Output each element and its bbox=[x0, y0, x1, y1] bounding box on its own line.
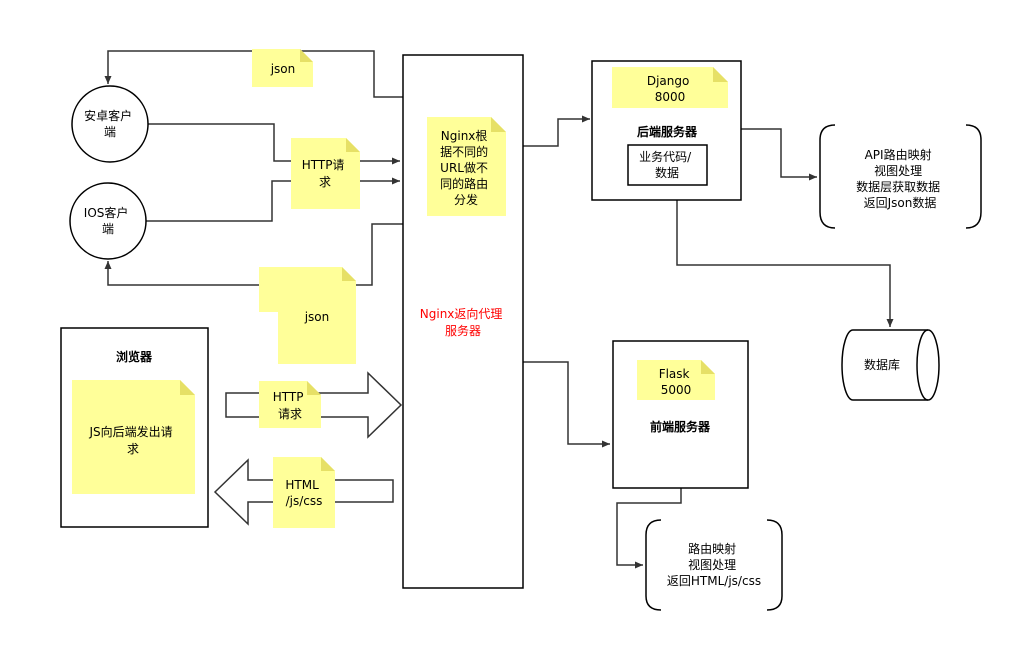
nginx-server-label-1: Nginx返向代理 bbox=[420, 306, 503, 321]
nginx-note: Nginx根 据不同的 URL做不 同的路由 分发 bbox=[427, 117, 506, 216]
svg-text:业务代码/ 数据: 业务代码/ 数据 bbox=[639, 149, 695, 180]
browser-note: JS向后端发出请 求 bbox=[72, 380, 195, 494]
label-http-request-1: HTTP请 bbox=[302, 158, 345, 172]
connector-nginx-to-flask bbox=[523, 361, 610, 448]
note-http-browser: HTTP 请求 bbox=[259, 381, 321, 428]
svg-text:Flask 5000: Flask 5000 bbox=[659, 367, 694, 397]
connector-frontend-to-brace bbox=[616, 488, 682, 569]
note-http-request: HTTP请 求 bbox=[291, 138, 360, 209]
note-json-bottom: json bbox=[259, 267, 356, 364]
frontend-brace-line-1: 路由映射 bbox=[688, 541, 736, 556]
django-note: Django 8000 bbox=[612, 67, 728, 108]
svg-text:路由映射 视图处理 返回HTML/j: 路由映射 视图处理 返回HTML/js/css bbox=[667, 541, 761, 588]
nginx-note-line-4: 同的路由 bbox=[440, 176, 488, 191]
frontend-brace-line-3: 返回HTML/js/css bbox=[667, 574, 761, 588]
note-json-top: json bbox=[252, 49, 313, 87]
label-html-response-1: HTML bbox=[285, 478, 319, 492]
flask-note-line-2: 5000 bbox=[661, 383, 692, 397]
flask-note-line-1: Flask bbox=[659, 367, 690, 381]
label-http-browser-2: 请求 bbox=[278, 407, 302, 421]
svg-text:JS向后端发出请 求: JS向后端发出请 求 bbox=[89, 424, 177, 456]
backend-server-title: 后端服务器 bbox=[637, 124, 698, 139]
ios-client-label-2: 端 bbox=[102, 222, 114, 236]
svg-text:HTTP请 求: HTTP请 求 bbox=[302, 158, 349, 189]
connector-json-to-ios bbox=[104, 223, 403, 286]
connector-backend-to-database bbox=[676, 200, 894, 327]
android-client: 安卓客户 端 bbox=[71, 85, 149, 163]
svg-text:HTML /js/css: HTML /js/css bbox=[285, 478, 322, 508]
ios-client: IOS客户 端 bbox=[69, 182, 147, 260]
backend-brace-line-4: 返回Json数据 bbox=[864, 195, 937, 210]
backend-brace-line-3: 数据层获取数据 bbox=[856, 179, 940, 194]
connectors bbox=[104, 50, 894, 569]
svg-text:API路由映射 视图处理 数据层获取: API路由映射 视图处理 数据层获取数据 返回Json数据 bbox=[856, 147, 944, 210]
ios-client-label-1: IOS客户 bbox=[84, 205, 129, 220]
nginx-note-line-2: 据不同的 bbox=[440, 144, 488, 159]
backend-inner-box bbox=[627, 144, 708, 186]
frontend-brace: 路由映射 视图处理 返回HTML/js/css bbox=[645, 519, 783, 611]
nginx-server-label-2: 服务器 bbox=[445, 323, 481, 338]
connector-ios-to-nginx bbox=[146, 177, 400, 222]
nginx-note-line-3: URL做不 bbox=[440, 160, 488, 175]
nginx-note-line-1: Nginx根 bbox=[441, 129, 488, 143]
android-client-label-2: 端 bbox=[104, 125, 116, 139]
backend-inner-line-1: 业务代码/ bbox=[639, 149, 692, 164]
svg-text:Django 8000: Django 8000 bbox=[647, 74, 693, 104]
backend-brace: API路由映射 视图处理 数据层获取数据 返回Json数据 bbox=[819, 124, 982, 229]
svg-text:Nginx根 据不同的 URL做不: Nginx根 据不同的 URL做不 同的路由 分发 bbox=[440, 129, 492, 207]
label-html-response-2: /js/css bbox=[286, 494, 323, 508]
backend-brace-line-2: 视图处理 bbox=[874, 163, 922, 178]
browser-note-line-1: JS向后端发出请 bbox=[89, 424, 173, 439]
connector-nginx-to-django bbox=[523, 115, 590, 147]
frontend-server-title: 前端服务器 bbox=[650, 419, 711, 434]
connector-android-to-nginx bbox=[148, 123, 400, 165]
android-client-label-1: 安卓客户 bbox=[84, 108, 132, 123]
django-note-line-2: 8000 bbox=[655, 90, 686, 104]
label-http-browser-1: HTTP bbox=[273, 390, 304, 404]
nginx-note-line-5: 分发 bbox=[454, 192, 478, 207]
database-label: 数据库 bbox=[864, 357, 900, 372]
connector-backend-to-brace bbox=[741, 128, 817, 181]
flask-note: Flask 5000 bbox=[637, 360, 715, 400]
label-json-top: json bbox=[270, 62, 296, 76]
svg-text:Nginx返向代理 服务器: Nginx返向代理 服务器 bbox=[420, 306, 506, 338]
frontend-brace-line-2: 视图处理 bbox=[688, 557, 736, 572]
database: 数据库 bbox=[841, 329, 940, 401]
django-note-line-1: Django bbox=[647, 74, 690, 88]
backend-brace-line-1: API路由映射 bbox=[865, 147, 932, 162]
browser-note-line-2: 求 bbox=[127, 442, 139, 456]
label-http-request-2: 求 bbox=[319, 175, 331, 189]
svg-text:IOS客户 端: IOS客户 端 bbox=[84, 205, 132, 236]
backend-inner-line-2: 数据 bbox=[655, 165, 679, 180]
svg-text:安卓客户 端: 安卓客户 端 bbox=[84, 108, 136, 139]
connector-json-to-android bbox=[104, 50, 403, 98]
note-html-response: HTML /js/css bbox=[273, 457, 335, 528]
svg-text:HTTP 请求: HTTP 请求 bbox=[273, 390, 308, 421]
browser-title: 浏览器 bbox=[116, 349, 153, 364]
label-json-bottom: json bbox=[304, 310, 330, 324]
